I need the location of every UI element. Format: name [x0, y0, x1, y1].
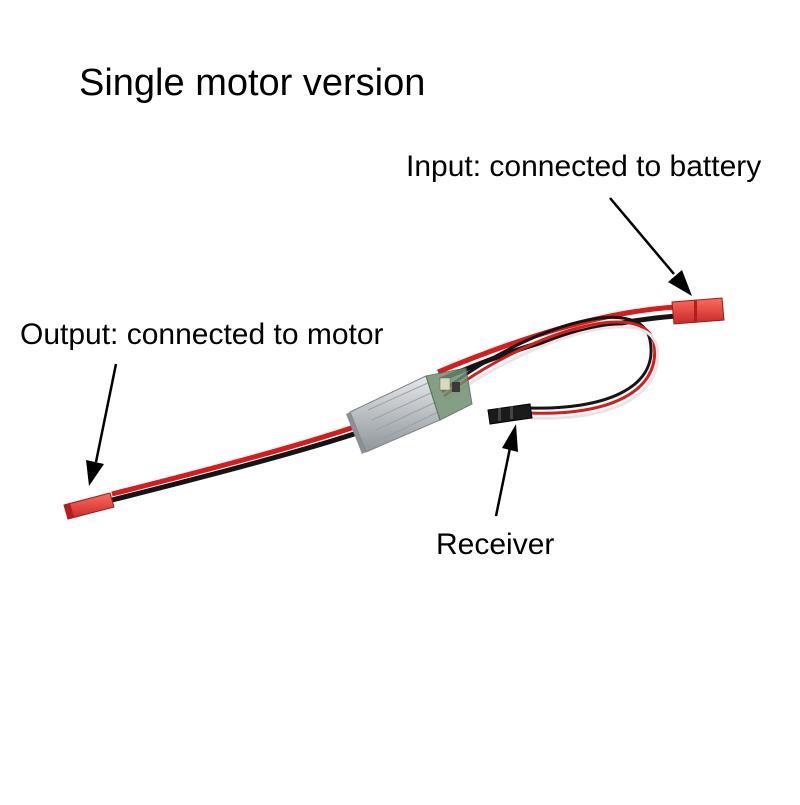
output-label: Output: connected to motor [20, 318, 384, 351]
esc-module-icon [346, 367, 473, 454]
page-title: Single motor version [79, 62, 426, 104]
receiver-label: Receiver [436, 528, 555, 561]
output-black-wire [111, 429, 361, 503]
output-red-wire [111, 422, 361, 497]
input-label: Input: connected to battery [406, 150, 762, 183]
battery-connector-icon [671, 297, 725, 325]
receiver-white-wire [445, 325, 659, 420]
arrow-input [609, 197, 692, 296]
receiver-lead [441, 316, 659, 420]
output-wires [111, 422, 361, 503]
motor-connector-icon [63, 492, 115, 520]
arrow-output [86, 363, 118, 486]
arrow-receiver [494, 424, 518, 517]
receiver-plug-icon [487, 403, 533, 425]
input-black-wire [438, 313, 677, 383]
receiver-black-wire [441, 316, 653, 410]
